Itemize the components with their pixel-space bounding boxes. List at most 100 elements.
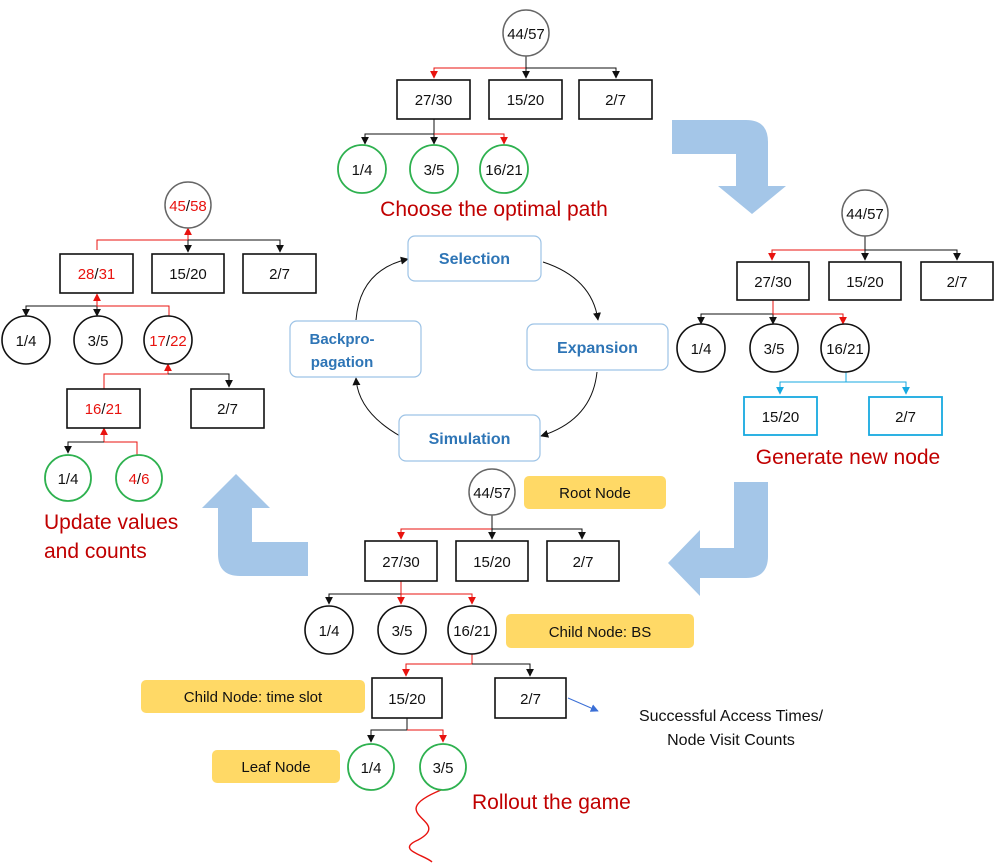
expansion-l2-label-1: 1/4 xyxy=(691,341,712,358)
backprop-root-num: 45 xyxy=(169,198,186,215)
simulation-l1-node-1 xyxy=(364,540,438,582)
selection-l2-node-3 xyxy=(479,144,529,194)
backprop-l1-label-3: 2/7 xyxy=(269,266,290,283)
step-backprop-label-1: Backpro- xyxy=(309,331,374,348)
backprop-l2-label-2: 3/5 xyxy=(88,333,109,350)
expansion-root-node xyxy=(841,189,889,237)
expansion-l2-label-2: 3/5 xyxy=(764,341,785,358)
simulation-tree: 44/57 27/30 15/20 2/7 1/4 3/5 16/21 15/2… xyxy=(141,468,824,863)
backprop-root-label: 45/58 xyxy=(169,198,207,215)
simulation-l4-label-1: 1/4 xyxy=(361,760,382,777)
selection-l2-node-1 xyxy=(337,144,387,194)
tag-leaf-node xyxy=(212,750,340,783)
simulation-l3-node-1 xyxy=(371,677,443,719)
legend-pointer-arrow xyxy=(567,697,599,712)
expansion-root-label: 44/57 xyxy=(846,206,884,223)
legend-text-1: Successful Access Times/ xyxy=(639,708,824,725)
backprop-l4-node-1 xyxy=(44,454,92,502)
flow-arrows xyxy=(202,120,786,596)
selection-l1-label-3: 2/7 xyxy=(605,92,626,109)
expansion-l1-node-3 xyxy=(920,261,994,301)
selection-l2-node-2 xyxy=(409,144,459,194)
backprop-l1-node-1 xyxy=(59,253,134,294)
simulation-l1-node-2 xyxy=(455,540,529,582)
simulation-root-label: 44/57 xyxy=(473,485,511,502)
simulation-l1-label-1: 27/30 xyxy=(382,554,420,571)
simulation-l4-label-2: 3/5 xyxy=(433,760,454,777)
tag-root-node xyxy=(524,476,666,509)
backprop-caption-2: and counts xyxy=(44,540,147,563)
simulation-l4-node-2 xyxy=(419,743,467,791)
rollout-squiggle xyxy=(408,789,442,863)
expansion-l1-label-3: 2/7 xyxy=(947,274,968,291)
flow-arrow-top-right xyxy=(672,120,786,214)
simulation-l3-label-2: 2/7 xyxy=(520,691,541,708)
step-selection-box xyxy=(407,235,542,282)
step-simulation-label: Simulation xyxy=(429,431,511,448)
cycle-arrow-selection-expansion xyxy=(542,261,601,321)
cycle-arrow-simulation-backprop xyxy=(352,377,401,437)
simulation-l3-label-1: 15/20 xyxy=(388,691,426,708)
legend-text-2: Node Visit Counts xyxy=(667,732,795,749)
selection-l1-label-2: 15/20 xyxy=(507,92,545,109)
simulation-l2-label-2: 3/5 xyxy=(392,623,413,640)
selection-l2-label-2: 3/5 xyxy=(424,162,445,179)
tag-child-node-time-slot xyxy=(141,680,365,713)
backprop-l1-label-2: 15/20 xyxy=(169,266,207,283)
expansion-new-node-1 xyxy=(743,396,818,436)
tag-child-node-time-slot-label: Child Node: time slot xyxy=(184,689,323,706)
step-expansion-label: Expansion xyxy=(557,340,638,357)
flow-arrow-bottom-left xyxy=(202,474,308,576)
simulation-root-node xyxy=(468,468,516,516)
backprop-l2-node-1 xyxy=(1,315,51,365)
simulation-l1-label-2: 15/20 xyxy=(473,554,511,571)
selection-l1-node-3 xyxy=(578,79,653,120)
simulation-l1-label-3: 2/7 xyxy=(573,554,594,571)
simulation-l2-label-3: 16/21 xyxy=(453,623,491,640)
backprop-l1-label-1: 28/31 xyxy=(78,266,116,283)
simulation-l1-node-3 xyxy=(546,540,620,582)
simulation-l3-node-2 xyxy=(494,677,567,719)
step-expansion-box xyxy=(526,323,669,371)
backprop-root-den: 58 xyxy=(190,198,207,215)
step-backprop-label-2: pagation xyxy=(311,354,374,371)
expansion-new-node-2 xyxy=(868,396,943,436)
backprop-l2-node-3 xyxy=(143,315,193,365)
expansion-tree: 44/57 27/30 15/20 2/7 1/4 3/5 16/21 15/2… xyxy=(676,189,994,469)
backprop-l3-label-2: 2/7 xyxy=(217,401,238,418)
simulation-l2-node-2 xyxy=(377,605,427,655)
backprop-l2-label-3: 17/22 xyxy=(149,333,187,350)
selection-root-label: 44/57 xyxy=(507,26,545,43)
backprop-l2-label-1: 1/4 xyxy=(16,333,37,350)
tag-leaf-node-label: Leaf Node xyxy=(241,759,310,776)
simulation-l2-node-3 xyxy=(447,605,497,655)
tag-root-node-label: Root Node xyxy=(559,485,631,502)
simulation-l2-node-1 xyxy=(304,605,354,655)
tag-child-node-bs xyxy=(506,614,694,648)
expansion-l2-label-3: 16/21 xyxy=(826,341,864,358)
expansion-caption: Generate new node xyxy=(756,446,940,469)
backprop-l2-node-2 xyxy=(73,315,123,365)
selection-l2-label-3: 16/21 xyxy=(485,162,523,179)
backprop-caption-1: Update values xyxy=(44,511,178,534)
step-selection-label: Selection xyxy=(439,251,510,268)
expansion-l2-node-2 xyxy=(749,323,799,373)
step-simulation-box xyxy=(398,414,541,462)
selection-l1-label-1: 27/30 xyxy=(415,92,453,109)
backprop-l3-label-1: 16/21 xyxy=(85,401,123,418)
expansion-l1-label-1: 27/30 xyxy=(754,274,792,291)
expansion-l1-node-2 xyxy=(828,261,902,301)
simulation-l2-label-1: 1/4 xyxy=(319,623,340,640)
selection-caption: Choose the optimal path xyxy=(380,198,608,221)
selection-l2-label-1: 1/4 xyxy=(352,162,373,179)
backprop-root-node xyxy=(164,181,212,229)
expansion-l1-label-2: 15/20 xyxy=(846,274,884,291)
backprop-l1-node-2 xyxy=(151,253,225,294)
cycle-arrow-backprop-selection xyxy=(355,256,409,321)
backprop-l4-label-2: 4/6 xyxy=(129,471,150,488)
expansion-l2-node-3 xyxy=(820,323,870,373)
simulation-caption: Rollout the game xyxy=(472,791,631,814)
mcts-cycle: Selection Expansion Simulation Backpro- … xyxy=(289,235,669,462)
